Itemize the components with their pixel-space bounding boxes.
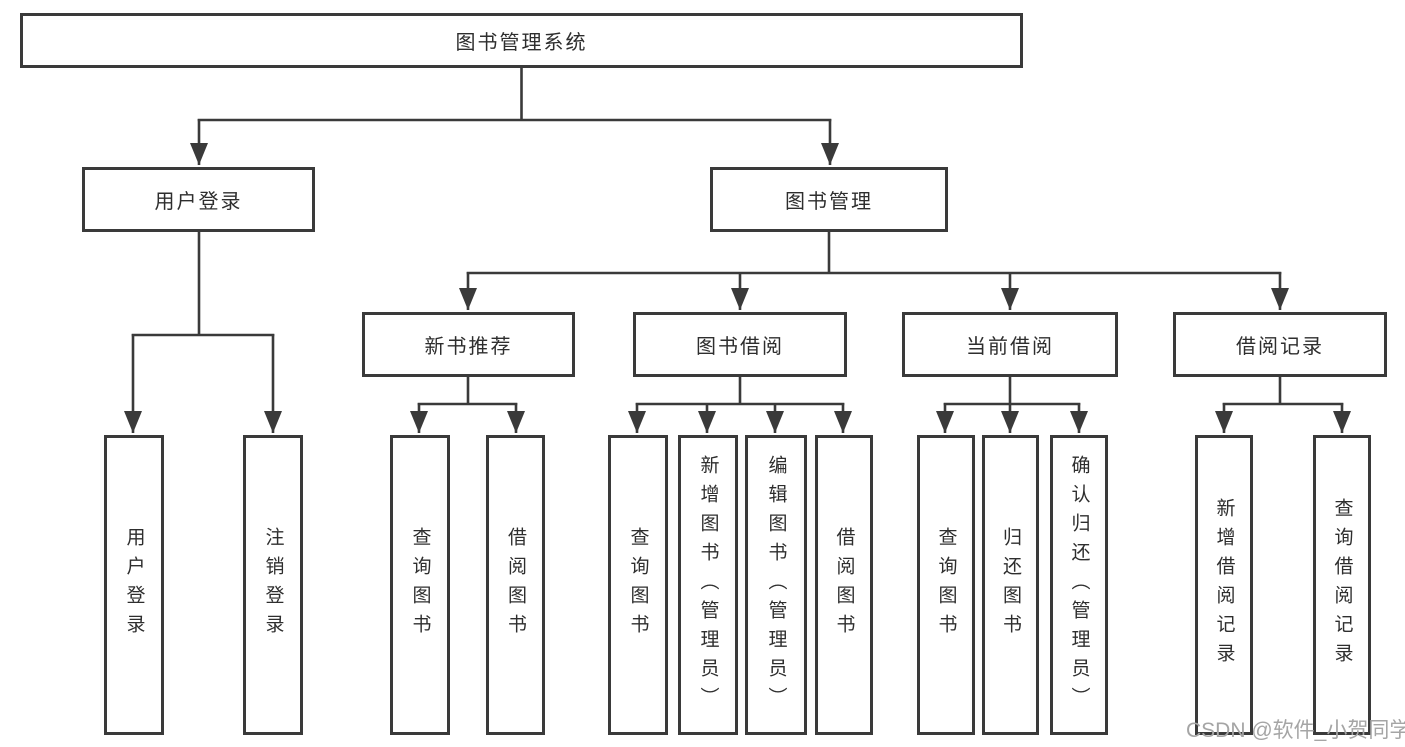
leaf-logout: 注销登录	[243, 435, 303, 735]
leaf-query-books-borrow: 查询图书	[608, 435, 668, 735]
leaf-query-books-recommend: 查询图书	[390, 435, 450, 735]
node-new-book-recommendation: 新书推荐	[362, 312, 575, 377]
leaf-add-borrow-record: 新增借阅记录	[1195, 435, 1253, 735]
node-borrowing-records: 借阅记录	[1173, 312, 1387, 377]
connector-book-management	[466, 230, 1282, 275]
node-book-borrowing: 图书借阅	[633, 312, 847, 377]
leaf-user-login: 用户登录	[104, 435, 164, 735]
node-current-borrowing: 当前借阅	[902, 312, 1118, 377]
connector-book-borrow	[635, 375, 845, 406]
connector-user-login	[131, 230, 275, 337]
node-user-login: 用户登录	[82, 167, 315, 232]
leaf-edit-books-admin: 编辑图书（管理员）	[745, 435, 807, 735]
node-book-management: 图书管理	[710, 167, 948, 232]
leaf-borrow-books: 借阅图书	[815, 435, 873, 735]
connector-borrow-records	[1222, 375, 1344, 406]
leaf-return-books: 归还图书	[982, 435, 1039, 735]
leaf-add-books-admin: 新增图书（管理员）	[678, 435, 738, 735]
node-library-system: 图书管理系统	[20, 13, 1023, 68]
csdn-watermark: CSDN @软件_小贺同学	[1186, 719, 1405, 742]
leaf-query-books-current: 查询图书	[917, 435, 975, 735]
connector-current-borrow	[943, 375, 1081, 406]
leaf-confirm-return-admin: 确认归还（管理员）	[1050, 435, 1108, 735]
leaf-query-borrow-record: 查询借阅记录	[1313, 435, 1371, 735]
connector-new-book	[417, 375, 518, 406]
leaf-borrow-books-recommend: 借阅图书	[486, 435, 545, 735]
connector-root	[197, 63, 832, 122]
